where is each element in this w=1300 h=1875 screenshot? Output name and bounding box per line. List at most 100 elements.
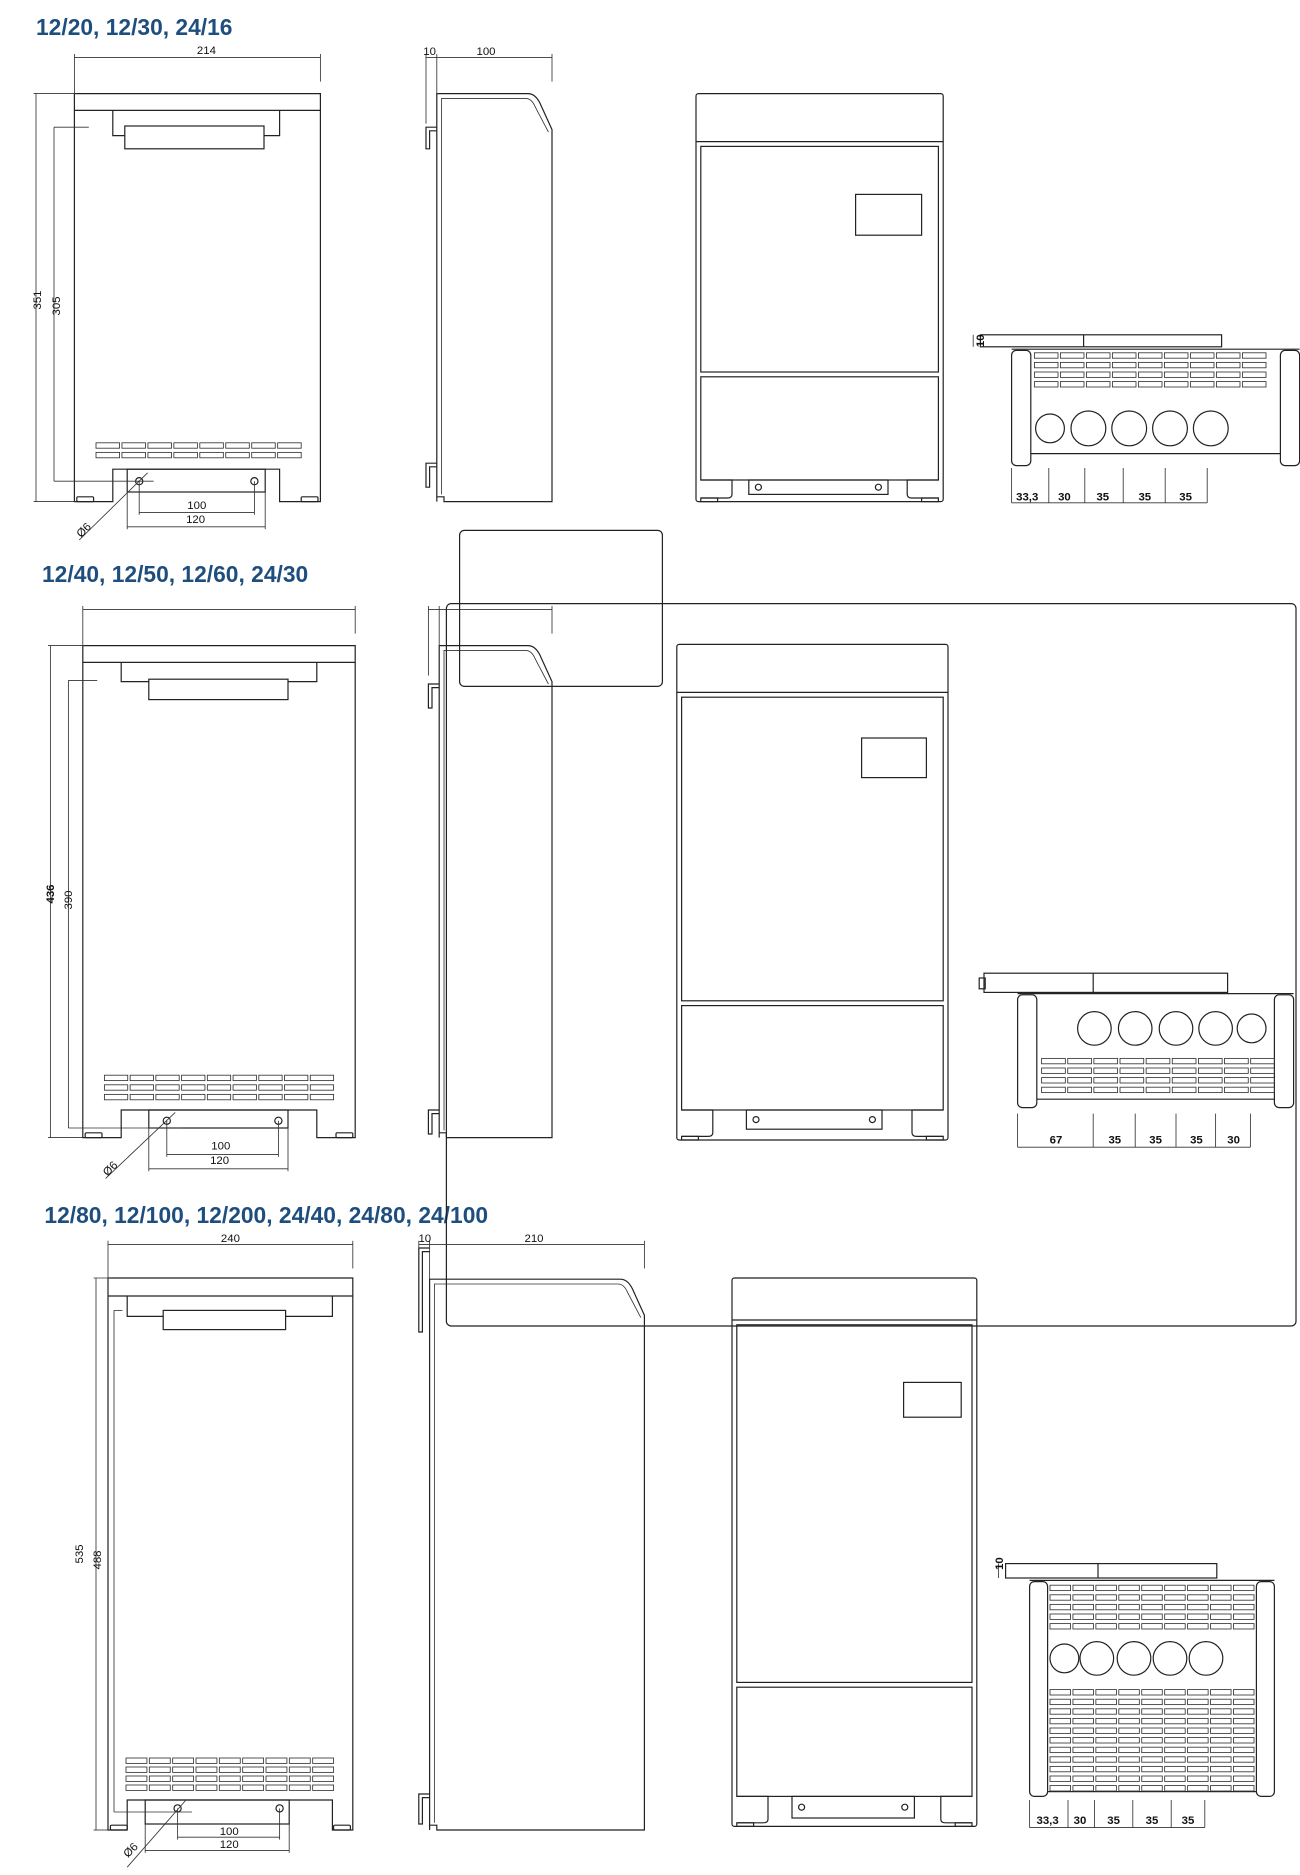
vent-slot [1210, 1737, 1232, 1744]
cable-entry-hole [1111, 410, 1148, 447]
vent-slot [1111, 381, 1137, 388]
vent-slot [1233, 1756, 1255, 1763]
handle-bar [148, 678, 289, 701]
vent-slot [121, 442, 146, 449]
vent-slot [1072, 1584, 1094, 1592]
wall-hook [418, 1247, 430, 1333]
cable-entry-hole [1079, 1640, 1115, 1676]
side-rail-right [1273, 994, 1295, 1109]
vent-slot [1187, 1717, 1209, 1725]
vent-slot [1164, 1698, 1186, 1706]
vent-slot [1210, 1785, 1232, 1792]
vent-slot [277, 451, 302, 459]
vent-slot [312, 1757, 335, 1764]
vent-slot [129, 1084, 154, 1091]
vent-slot [1233, 1737, 1255, 1744]
vent-slot [242, 1775, 265, 1782]
vent-slot [1072, 1746, 1094, 1754]
vent-slot [1164, 1708, 1186, 1715]
vent-slot [1189, 381, 1215, 388]
vent-slot [1187, 1775, 1209, 1782]
mounting-bracket [791, 1795, 916, 1819]
spacing-label: 30 [1058, 491, 1071, 503]
vent-slot [1187, 1603, 1209, 1611]
vent-slot [1164, 1717, 1186, 1725]
vent-slot [265, 1757, 288, 1764]
vent-slot [1041, 1077, 1066, 1084]
vent-slot [1072, 1785, 1094, 1792]
vent-slot [1171, 1067, 1197, 1074]
vent-slot [218, 1775, 241, 1782]
vent-slot [1033, 371, 1059, 378]
vent-slot [148, 1766, 171, 1773]
vent-slot [181, 1093, 206, 1101]
side-inner-line [433, 1283, 642, 1823]
mounting-hole [754, 483, 763, 491]
vent-slot [1119, 1077, 1145, 1084]
section-title: 12/20, 12/30, 24/16 [36, 14, 232, 40]
vent-slot [173, 451, 198, 459]
vent-slot [312, 1784, 335, 1791]
vent-slot [1164, 1584, 1186, 1592]
vent-slot [309, 1093, 335, 1101]
bottom-view [972, 334, 1300, 504]
wall-hook [425, 462, 437, 488]
vent-slot [103, 1074, 129, 1082]
vent-slot [1187, 1623, 1209, 1630]
vent-slot [172, 1775, 195, 1782]
side-handle-opening [459, 529, 664, 687]
foot-left [736, 1795, 769, 1824]
vent-slot [251, 451, 276, 459]
dim-height-mount: 488 [92, 1550, 104, 1569]
foot-pad [954, 1822, 973, 1827]
vent-slot [1163, 352, 1189, 359]
vent-slot [218, 1766, 241, 1773]
vent-slot [1233, 1746, 1255, 1754]
vent-slot [103, 1093, 129, 1101]
vent-slot [1164, 1765, 1186, 1773]
top-mounting-plate [1005, 1563, 1218, 1579]
upper-cover-panel [700, 145, 940, 373]
lower-cover-panel [736, 1686, 973, 1797]
mounting-bracket [748, 479, 889, 495]
vent-slot [1072, 1613, 1094, 1620]
foot-pad [700, 497, 719, 503]
vent-slot [148, 1784, 171, 1791]
dim-bottom-offset: 10 [994, 1557, 1006, 1570]
vent-slot [1164, 1613, 1186, 1620]
vent-slot [1118, 1756, 1140, 1763]
vent-slot [1095, 1727, 1117, 1734]
vent-slot [1119, 1067, 1145, 1074]
vent-slot [288, 1766, 311, 1773]
vent-slot [1137, 352, 1163, 359]
side-rail-left [1017, 994, 1038, 1109]
vent-slot [125, 1757, 148, 1764]
vent-slot [129, 1074, 154, 1082]
cable-entry-hole [1152, 1640, 1188, 1676]
vent-slot [1095, 1689, 1117, 1696]
cable-entry-hole [1198, 1010, 1234, 1046]
vent-slot [232, 1074, 257, 1082]
vent-slot [1187, 1689, 1209, 1696]
side-rail-left [1029, 1581, 1049, 1797]
vent-slot [1210, 1756, 1232, 1763]
foot-left [700, 479, 733, 499]
vent-slot [1164, 1623, 1186, 1630]
vent-slot [173, 442, 198, 449]
vent-slot [1187, 1737, 1209, 1744]
vent-slot [1049, 1717, 1071, 1725]
vent-slot [288, 1775, 311, 1782]
vent-slot [147, 442, 172, 449]
foot-right [911, 1109, 944, 1137]
spacing-label: 33,3 [1037, 1815, 1059, 1827]
dim-width: 214 [197, 45, 216, 57]
vent-slot [1141, 1717, 1163, 1725]
vent-slot [1171, 1057, 1197, 1065]
vent-slot [1224, 1057, 1249, 1065]
vent-slot [1187, 1727, 1209, 1734]
foot [333, 1824, 352, 1831]
handle-recess [112, 110, 281, 137]
vent-slot [225, 451, 250, 459]
vent-slot [1241, 361, 1267, 369]
vent-slot [1164, 1746, 1186, 1754]
